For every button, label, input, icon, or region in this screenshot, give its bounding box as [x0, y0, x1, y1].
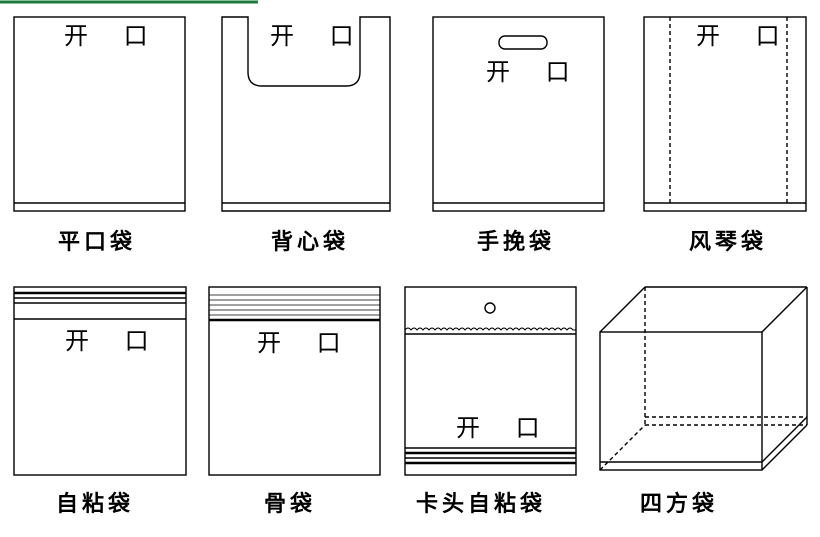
- label-box-bag: 四方袋: [640, 492, 719, 517]
- zip-bag-drawing: 开 口: [13, 286, 187, 476]
- bone-bag-opening: 开 口: [257, 329, 355, 357]
- label-handle-bag: 手挽袋: [477, 230, 556, 255]
- label-header-zip-bag: 卡头自粘袋: [416, 492, 547, 517]
- label-zip-bag: 自粘袋: [56, 492, 135, 517]
- gusset-bag-drawing: 开 口: [643, 16, 807, 212]
- handle-hole: [498, 35, 548, 50]
- label-vest-bag: 背心袋: [271, 230, 350, 255]
- label-flat-bag: 平口袋: [58, 230, 137, 255]
- gusset-bag-opening: 开 口: [696, 22, 794, 50]
- header-zip-bag-opening: 开 口: [456, 414, 554, 442]
- header-zip-bag-drawing: 开 口: [404, 286, 577, 476]
- label-gusset-bag: 风琴袋: [689, 230, 768, 255]
- bone-bag-drawing: 开 口: [208, 286, 381, 476]
- handle-bag-drawing: 开 口: [432, 16, 605, 212]
- flat-bag-opening: 开 口: [64, 22, 162, 50]
- label-bone-bag: 骨袋: [264, 492, 317, 517]
- vest-bag-opening: 开 口: [270, 22, 368, 50]
- perforation-line: [404, 327, 576, 331]
- hang-hole: [484, 302, 496, 314]
- box-bag-drawing: [599, 286, 808, 471]
- flat-bag-drawing: 开 口: [13, 16, 186, 212]
- handle-bag-opening: 开 口: [486, 58, 584, 86]
- zip-bag-opening: 开 口: [65, 327, 163, 355]
- vest-bag-drawing: 开 口: [221, 16, 391, 212]
